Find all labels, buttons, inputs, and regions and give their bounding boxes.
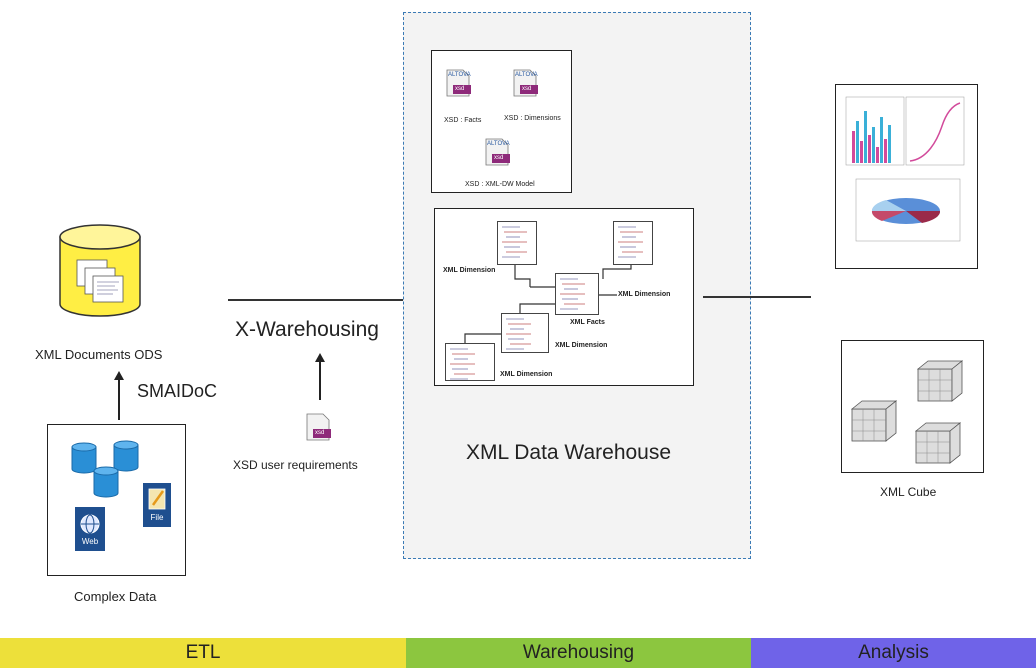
- user-req-arrow: [315, 353, 325, 400]
- dimension-doc-bottom: [445, 343, 495, 381]
- complex-data-label: Complex Data: [74, 589, 157, 604]
- dim-middle-label: XML Dimension: [555, 342, 608, 349]
- xsd-model-label: XSD : XML-DW Model: [465, 181, 535, 188]
- xsd-dimensions-label: XSD : Dimensions: [504, 115, 561, 122]
- dimension-doc-top-left: [497, 221, 537, 265]
- ods-database-cylinder: [59, 224, 141, 317]
- report-charts-image: [845, 96, 965, 242]
- phase-analysis-label: Analysis: [858, 642, 929, 663]
- facts-doc: [555, 273, 599, 315]
- dimension-doc-middle: [501, 313, 549, 353]
- report-thumbnail: [835, 84, 978, 269]
- warehouse-title: XML Data Warehouse: [466, 441, 672, 464]
- phase-etl: ETL: [0, 638, 406, 668]
- xml-cube-box: [841, 340, 984, 473]
- xsd-model-icon: ALTOVA xsd: [484, 137, 510, 167]
- phase-analysis: Analysis: [751, 638, 1036, 668]
- xsd-facts-icon-brand: ALTOVA: [448, 72, 471, 78]
- complex-data-box: Web File: [47, 424, 186, 576]
- xsd-dimensions-icon-text: xsd: [522, 86, 532, 92]
- dim-bottom-label: XML Dimension: [500, 371, 553, 378]
- database-cylinders-icon: [71, 440, 139, 498]
- web-icon: Web: [75, 507, 105, 551]
- phase-warehousing-label: Warehousing: [522, 642, 635, 663]
- xsd-facts-icon-text: xsd: [455, 86, 465, 92]
- phase-warehousing: Warehousing: [406, 638, 751, 668]
- warehouse-to-analysis-line: [703, 296, 811, 298]
- xml-cube-label: XML Cube: [880, 485, 937, 499]
- phase-etl-label: ETL: [185, 642, 221, 663]
- xsd-user-req-icon: xsd: [305, 412, 331, 442]
- xwarehousing-label: X-Warehousing: [235, 318, 379, 341]
- smaidoc-arrow: [114, 371, 124, 420]
- file-label: File: [150, 513, 164, 522]
- dimension-doc-top-right: [613, 221, 653, 265]
- smaidoc-label: SMAIDoC: [137, 381, 218, 401]
- xsd-model-icon-brand: ALTOVA: [487, 141, 510, 147]
- xsd-user-req-label: XSD user requirements: [233, 458, 358, 472]
- xsd-dimensions-icon-brand: ALTOVA: [515, 72, 538, 78]
- xsd-facts-icon: ALTOVA xsd: [445, 68, 471, 98]
- ods-label: XML Documents ODS: [35, 347, 163, 362]
- dim-top-left-label: XML Dimension: [443, 267, 496, 274]
- file-icon: File: [143, 483, 171, 527]
- ods-to-warehouse-line: [228, 299, 431, 301]
- facts-label: XML Facts: [570, 319, 605, 326]
- xml-model-box: XML Dimension XML Dimension XML Facts XM…: [434, 208, 694, 386]
- cube-icons: [850, 360, 964, 464]
- xsd-dimensions-icon: ALTOVA xsd: [512, 68, 538, 98]
- dim-right-label: XML Dimension: [618, 291, 671, 298]
- xsd-user-req-icon-text: xsd: [315, 430, 325, 436]
- xsd-schema-box: ALTOVA xsd XSD : Facts ALTOVA xsd XSD : …: [431, 50, 572, 193]
- xsd-model-icon-text: xsd: [494, 155, 504, 161]
- web-label: Web: [81, 537, 99, 546]
- xsd-facts-label: XSD : Facts: [444, 117, 482, 124]
